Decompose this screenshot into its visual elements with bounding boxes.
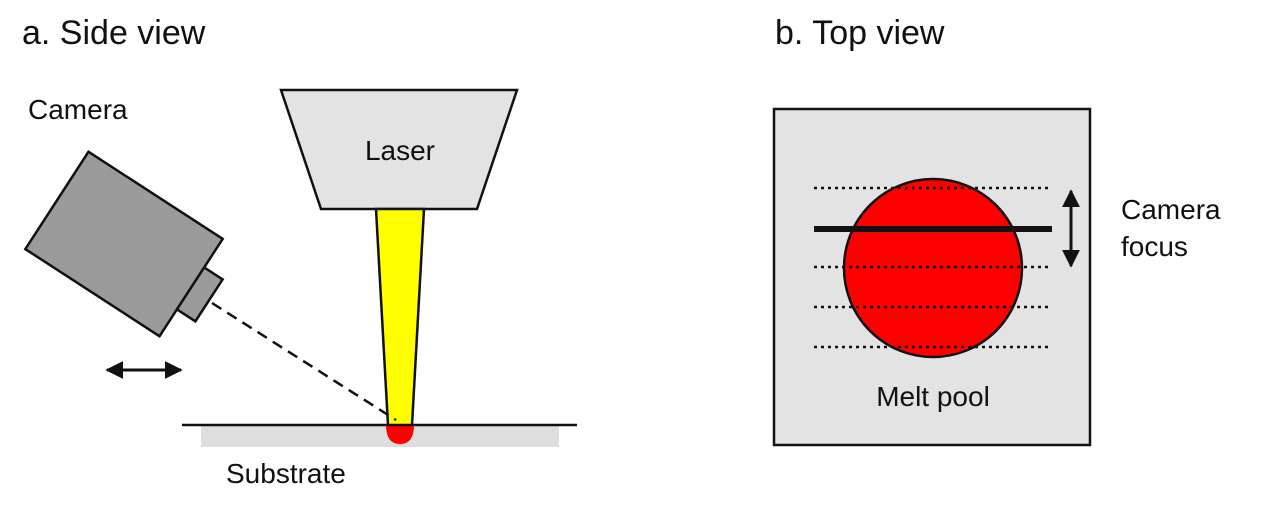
top-view-title: b. Top view — [775, 14, 945, 52]
substrate — [201, 425, 559, 447]
camera-lens — [175, 265, 225, 324]
camera-focus-label-line1: Camera — [1121, 194, 1221, 225]
side-view-panel: a. Side view Laser Substrate Camera — [22, 14, 577, 489]
camera-line-of-sight — [211, 301, 397, 422]
side-view-title: a. Side view — [22, 14, 206, 52]
camera — [23, 150, 225, 338]
top-view-panel: b. Top view Melt pool Camera focus — [772, 14, 1221, 447]
camera-label: Camera — [28, 94, 128, 125]
melt-pool-side — [386, 425, 414, 444]
substrate-label: Substrate — [226, 458, 346, 489]
laser-head — [279, 88, 519, 211]
camera-focus-label-line2: focus — [1121, 231, 1188, 262]
melt-pool-label: Melt pool — [876, 381, 990, 412]
laser-label: Laser — [365, 135, 435, 166]
laser-beam — [374, 207, 426, 427]
focus-planes — [814, 186, 1050, 349]
